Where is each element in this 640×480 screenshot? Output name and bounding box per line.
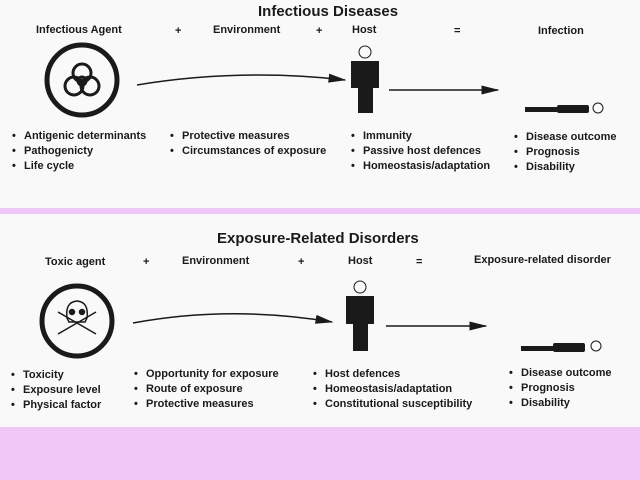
header-outcome: Infection [538,25,584,37]
list-item: Disease outcome [507,366,611,381]
plus-operator: + [316,25,323,37]
list-item: Protective measures [168,129,326,144]
list-item: Circumstances of exposure [168,144,326,159]
host-figure-icon [351,45,379,113]
list-item: Homeostasis/adaptation [349,159,490,174]
list-item: Constitutional susceptibility [311,397,472,412]
list-item: Exposure level [9,383,101,398]
header-agent: Infectious Agent [36,24,122,36]
section-divider [0,208,640,214]
outcome-factors-list: Disease outcome Prognosis Disability [507,366,611,411]
list-item: Protective measures [132,397,279,412]
host-factors-list: Immunity Passive host defences Homeostas… [349,129,490,174]
header-outcome: Exposure-related disorder [474,254,611,266]
list-item: Disability [507,396,611,411]
host-factors-list: Host defences Homeostasis/adaptation Con… [311,367,472,412]
header-host: Host [352,24,377,36]
list-item: Opportunity for exposure [132,367,279,382]
outcome-factors-list: Disease outcome Prognosis Disability [512,130,616,175]
list-item: Homeostasis/adaptation [311,382,472,397]
list-item: Pathogenicty [10,144,146,159]
lying-figure-icon [525,102,604,114]
skull-crossbones-icon [39,283,115,359]
environment-factors-list: Protective measures Circumstances of exp… [168,129,326,159]
list-item: Route of exposure [132,382,279,397]
header-environment: Environment [182,255,250,267]
panel-title: Exposure-Related Disorders [217,230,419,247]
list-item: Prognosis [507,381,611,396]
header-host: Host [348,255,373,267]
footer-band [0,427,640,480]
agent-factors-list: Antigenic determinants Pathogenicty Life… [10,129,146,174]
list-item: Antigenic determinants [10,129,146,144]
plus-operator: + [143,256,150,268]
list-item: Toxicity [9,368,101,383]
list-item: Disability [512,160,616,175]
equals-operator: = [454,25,461,37]
exposure-arrow [136,73,347,86]
list-item: Prognosis [512,145,616,160]
list-item: Immunity [349,129,490,144]
exposure-arrow [132,313,334,324]
list-item: Host defences [311,367,472,382]
plus-operator: + [175,25,182,37]
equals-operator: = [416,256,423,268]
agent-factors-list: Toxicity Exposure level Physical factor [9,368,101,413]
host-figure-icon [346,280,374,351]
list-item: Life cycle [10,159,146,174]
header-agent: Toxic agent [45,256,106,268]
list-item: Passive host defences [349,144,490,159]
list-item: Physical factor [9,398,101,413]
plus-operator: + [298,256,305,268]
environment-factors-list: Opportunity for exposure Route of exposu… [132,367,279,412]
biohazard-icon [44,42,120,118]
list-item: Disease outcome [512,130,616,145]
panel-title: Infectious Diseases [258,3,399,20]
header-environment: Environment [213,24,281,36]
lying-figure-icon [521,340,602,352]
